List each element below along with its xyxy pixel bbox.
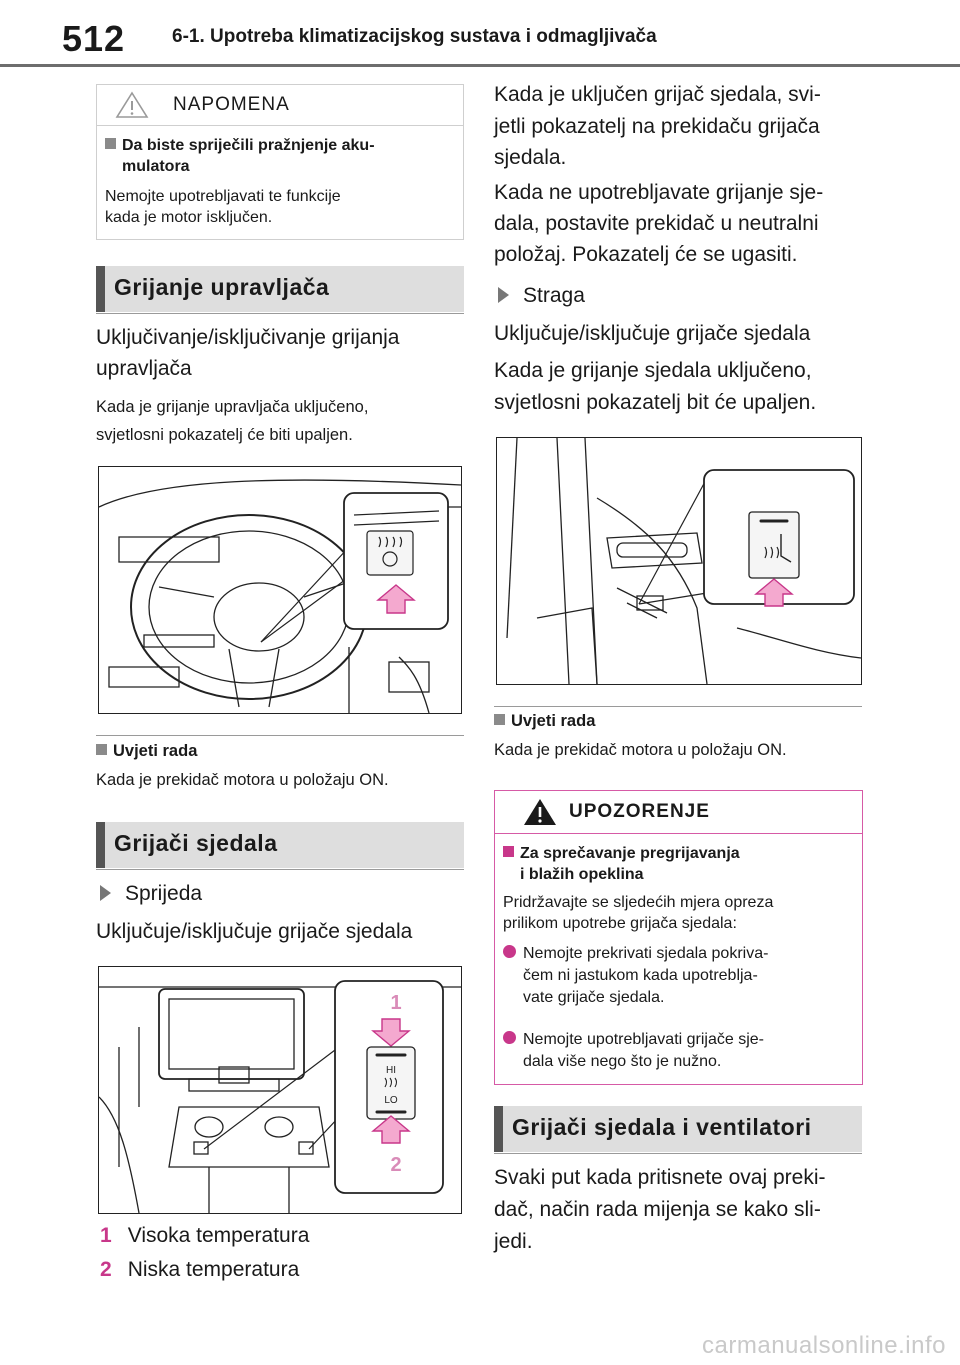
steering-cond-text: Kada je prekidač motora u položaju ON. bbox=[96, 771, 389, 789]
circle-bullet-icon bbox=[503, 1031, 516, 1044]
section-rule bbox=[494, 1153, 862, 1154]
warning-title-row: UPOZORENJE bbox=[495, 791, 862, 834]
warning-intro: Pridržavajte se sljedećih mjera opreza bbox=[503, 894, 774, 911]
square-bullet-icon bbox=[503, 846, 514, 857]
steering-action: Uključivanje/isključivanje grijanja bbox=[96, 326, 400, 349]
note-text: Nemojte upotrebljavati te funkcije bbox=[105, 188, 341, 205]
square-bullet-icon bbox=[105, 138, 116, 149]
section-rule bbox=[96, 869, 464, 870]
rear-cond-title: Uvjeti rada bbox=[494, 712, 595, 731]
warning-icon bbox=[524, 799, 556, 825]
note-text-cont: kada je motor isključen. bbox=[105, 209, 273, 226]
note-title: NAPOMENA bbox=[173, 94, 290, 115]
steering-heater-figure bbox=[98, 466, 462, 714]
lo-label: LO bbox=[384, 1095, 398, 1106]
warning-bullet-title-cont: i blažih opeklina bbox=[520, 866, 644, 883]
hi-label: HI bbox=[386, 1065, 396, 1076]
callout-1: 1 bbox=[390, 992, 401, 1014]
section-rule bbox=[96, 313, 464, 314]
front-label: Sprijeda bbox=[100, 878, 202, 910]
header-rule bbox=[0, 64, 960, 67]
divider bbox=[96, 735, 464, 736]
warning-item-1-cont: čem ni jastukom kada upotreblja- bbox=[523, 967, 758, 984]
steering-desc-cont: svjetlosni pokazatelj će biti upaljen. bbox=[96, 426, 353, 444]
front-seat-heater-illustration: HI LO 1 2 bbox=[99, 980, 461, 1213]
rear-seat-heater-illustration bbox=[506, 438, 861, 684]
rear-text: Kada je grijanje sjedala uključeno, bbox=[494, 359, 812, 382]
warning-item-2-cont: dala više nego što je nužno. bbox=[523, 1053, 722, 1070]
warning-item-1: Nemojte prekrivati sjedala pokriva- bbox=[503, 943, 768, 964]
rear-seat-heater-figure bbox=[496, 437, 862, 685]
watermark: carmanualsonline.info bbox=[702, 1332, 946, 1359]
circle-bullet-icon bbox=[503, 945, 516, 958]
seat-text: Kada ne upotrebljavate grijanje sje- bbox=[494, 181, 824, 204]
seats-fans-text: jedi. bbox=[494, 1230, 533, 1253]
section-heading-seats-fans: Grijači sjedala i ventilatori bbox=[494, 1106, 862, 1152]
triangle-bullet-icon bbox=[100, 885, 111, 901]
rear-label: Straga bbox=[498, 280, 585, 312]
rear-text: svjetlosni pokazatelj bit će upaljen. bbox=[494, 391, 817, 414]
seats-fans-text: Svaki put kada pritisnete ovaj preki- bbox=[494, 1166, 826, 1189]
steering-heater-illustration bbox=[99, 479, 461, 713]
section-heading-steering: Grijanje upravljača bbox=[96, 266, 464, 312]
warning-box: UPOZORENJE Za sprečavanje pregrijavanja … bbox=[494, 790, 863, 1085]
steering-desc: Kada je grijanje upravljača uključeno, bbox=[96, 398, 369, 416]
note-bullet-title: Da biste spriječili pražnjenje aku- bbox=[105, 135, 375, 156]
warning-bullet-title: Za sprečavanje pregrijavanja bbox=[503, 843, 740, 864]
warning-intro-cont: prilikom upotrebe grijača sjedala: bbox=[503, 915, 737, 932]
square-bullet-icon bbox=[96, 744, 107, 755]
section-title: 6-1. Upotreba klimatizacijskog sustava i… bbox=[172, 26, 657, 47]
section-heading-seat-heaters: Grijači sjedala bbox=[96, 822, 464, 868]
warning-title: UPOZORENJE bbox=[569, 801, 710, 822]
caution-icon bbox=[115, 91, 149, 118]
seat-text: sjedala. bbox=[494, 146, 567, 169]
front-action: Uključuje/isključuje grijače sjedala bbox=[96, 920, 413, 943]
triangle-bullet-icon bbox=[498, 287, 509, 303]
page-number: 512 bbox=[62, 18, 126, 59]
note-title-row: NAPOMENA bbox=[97, 85, 463, 126]
rear-cond-text: Kada je prekidač motora u položaju ON. bbox=[494, 741, 787, 759]
seats-fans-text: dač, način rada mijenja se kako sli- bbox=[494, 1198, 821, 1221]
seat-text: dala, postavite prekidač u neutralni bbox=[494, 212, 819, 235]
seat-text: Kada je uključen grijač sjedala, svi- bbox=[494, 83, 821, 106]
note-box: NAPOMENA Da biste spriječili pražnjenje … bbox=[96, 84, 464, 240]
steering-cond-title: Uvjeti rada bbox=[96, 742, 197, 761]
warning-item-1-cont: vate grijače sjedala. bbox=[523, 989, 665, 1006]
callout-2: 2 bbox=[390, 1154, 401, 1176]
note-bullet-title-cont: mulatora bbox=[122, 158, 190, 175]
divider bbox=[494, 706, 862, 707]
steering-action-cont: upravljača bbox=[96, 357, 192, 380]
rear-action: Uključuje/isključuje grijače sjedala bbox=[494, 322, 811, 345]
seat-text: jetli pokazatelj na prekidaču grijača bbox=[494, 115, 820, 138]
warning-item-2: Nemojte upotrebljavati grijače sje- bbox=[503, 1029, 764, 1050]
seat-text: položaj. Pokazatelj će se ugasiti. bbox=[494, 243, 798, 266]
front-seat-heater-figure: HI LO 1 2 bbox=[98, 966, 462, 1214]
square-bullet-icon bbox=[494, 714, 505, 725]
